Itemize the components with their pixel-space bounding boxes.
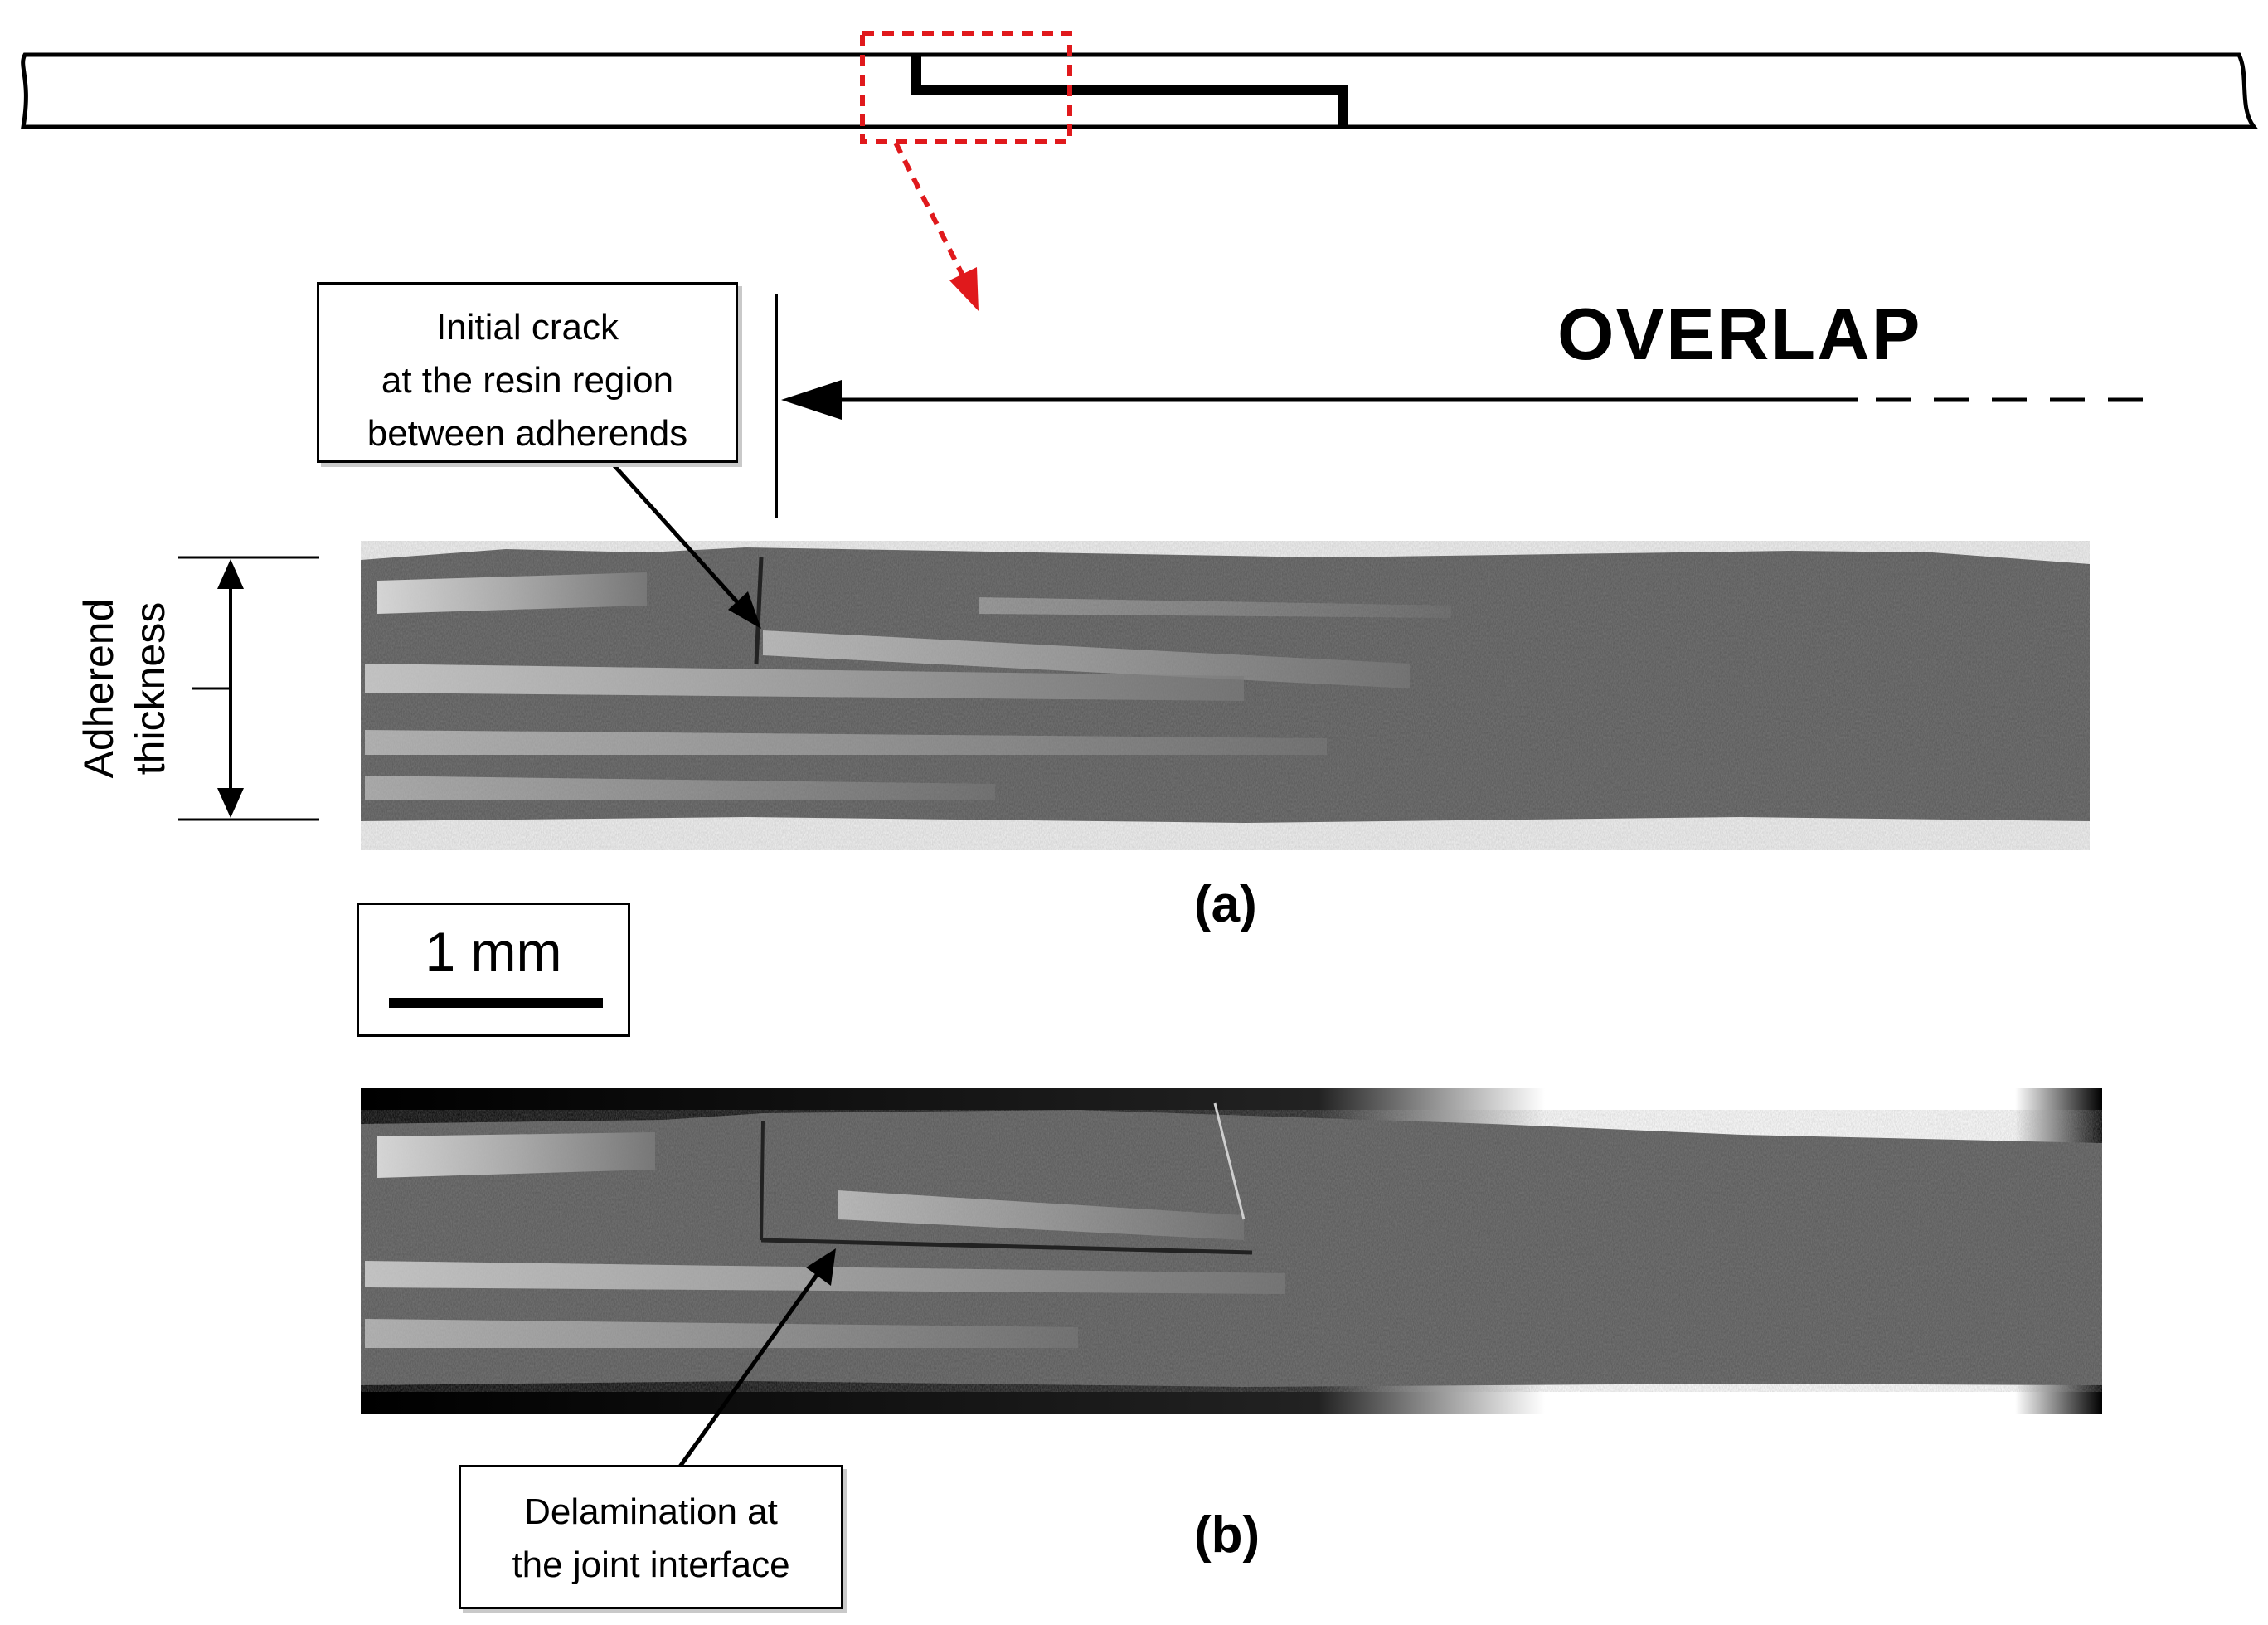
- overlap-arrow-head: [781, 380, 842, 420]
- thickness-dimension: [178, 556, 319, 821]
- scale-bar-text: 1 mm: [425, 921, 562, 982]
- thickness-arrow-down: [217, 788, 244, 818]
- delamination-leader: [677, 1248, 836, 1468]
- crack-callout-line-3: between adherends: [367, 413, 688, 454]
- overlap-label: OVERLAP: [1557, 293, 1922, 375]
- zoom-box: [860, 31, 1072, 144]
- overlap-indicator: [775, 294, 2152, 518]
- thickness-label-text: Adherend thickness: [73, 599, 176, 779]
- crack-callout-line-2: at the resin region: [381, 360, 674, 401]
- thickness-label-line-1: Adherend: [75, 598, 122, 779]
- thickness-label-line-2: thickness: [127, 601, 173, 776]
- joint-schematic: [21, 31, 2259, 311]
- overlap-step: [911, 55, 1348, 127]
- scale-bar-box: 1 mm: [357, 903, 630, 1037]
- delamination-callout: Delamination at the joint interface: [459, 1465, 843, 1609]
- panel-label-a: (a): [1194, 876, 1257, 933]
- thickness-arrow-up: [217, 559, 244, 589]
- zoom-arrow-shaft: [893, 141, 969, 284]
- panel-label-b: (b): [1194, 1506, 1260, 1564]
- delamination-callout-line-1: Delamination at: [524, 1491, 778, 1532]
- initial-crack-callout: Initial crack at the resin region betwee…: [317, 282, 738, 463]
- zoom-arrow-head: [949, 267, 979, 311]
- crack-callout-line-1: Initial crack: [435, 307, 619, 348]
- micrograph-b: [361, 1088, 2102, 1414]
- micrograph-a: [361, 541, 2090, 850]
- delamination-callout-line-2: the joint interface: [512, 1545, 790, 1585]
- scale-bar-line: [389, 998, 603, 1008]
- crack-leader: [608, 459, 761, 629]
